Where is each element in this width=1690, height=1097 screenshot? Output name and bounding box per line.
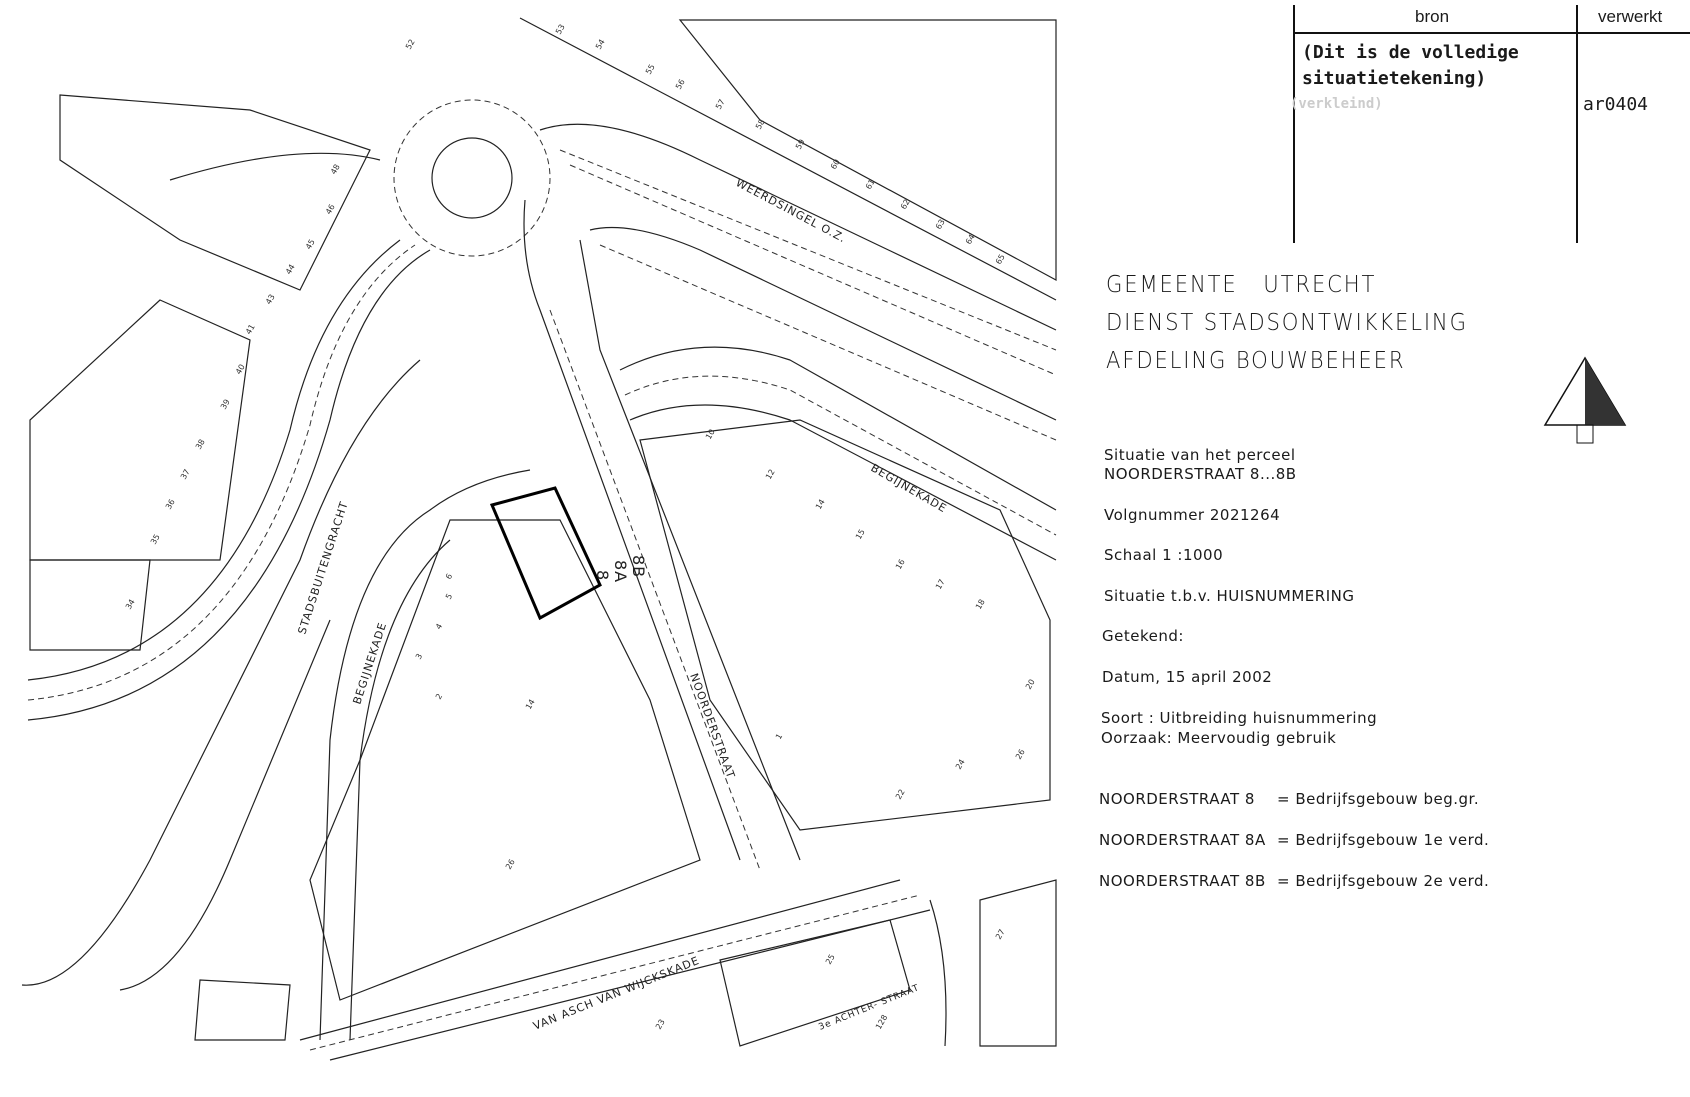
org-line-municipality: GEMEENTE UTRECHT bbox=[1106, 272, 1377, 298]
date: Datum, 15 april 2002 bbox=[1102, 668, 1273, 686]
noorderstraat-road bbox=[523, 199, 801, 871]
house-number: 2 bbox=[434, 692, 444, 701]
house-number: 5 bbox=[444, 592, 454, 601]
legend-description: = Bedrijfsgebouw 1e verd. bbox=[1277, 831, 1490, 849]
house-number: 26 bbox=[504, 858, 517, 871]
house-number: 27 bbox=[994, 928, 1007, 941]
table-column-divider bbox=[1576, 5, 1578, 243]
house-number: 34 bbox=[124, 598, 137, 611]
table-header-rule bbox=[1293, 32, 1690, 34]
house-number: 53 bbox=[554, 23, 567, 36]
house-number: 54 bbox=[594, 38, 607, 51]
house-number: 10 bbox=[704, 428, 717, 441]
house-number: 58 bbox=[754, 118, 767, 131]
house-number: 45 bbox=[304, 238, 317, 251]
house-number: 40 bbox=[234, 363, 247, 376]
house-number: 48 bbox=[329, 163, 342, 176]
van-asch-road bbox=[299, 879, 947, 1061]
source-text-faint: (verkleind) bbox=[1290, 96, 1383, 112]
parcel-value: NOORDERSTRAAT 8...8B bbox=[1104, 465, 1297, 483]
street-label-van-asch: VAN ASCH VAN WIJCKSKADE bbox=[531, 954, 701, 1033]
org-line-division: AFDELING BOUWBEHEER bbox=[1106, 348, 1406, 374]
house-number: 60 bbox=[829, 158, 842, 171]
org-line-department: DIENST STADSONTWIKKELING bbox=[1106, 310, 1468, 336]
table-left-border bbox=[1293, 5, 1295, 243]
house-number: 44 bbox=[284, 263, 297, 276]
buildings bbox=[29, 19, 1057, 1047]
house-number: 65 bbox=[994, 253, 1007, 266]
house-number: 37 bbox=[179, 468, 192, 481]
house-number: 16 bbox=[894, 558, 907, 571]
house-number: 41 bbox=[244, 323, 257, 336]
house-number: 57 bbox=[714, 98, 727, 111]
column-header-verwerkt: verwerkt bbox=[1598, 7, 1663, 26]
house-number: 26 bbox=[1014, 748, 1027, 761]
house-number: 17 bbox=[934, 578, 947, 591]
house-number: 14 bbox=[524, 698, 537, 711]
house-number: 6 bbox=[444, 572, 454, 581]
house-number: 1 bbox=[774, 732, 784, 741]
house-number: 24 bbox=[954, 758, 967, 771]
source-text-line1: (Dit is de volledige bbox=[1302, 42, 1519, 63]
house-number: 61 bbox=[864, 178, 877, 191]
legend-address: NOORDERSTRAAT 8A bbox=[1099, 831, 1266, 849]
street-label-stadsbuitengracht: STADSBUITENGRACHT bbox=[295, 499, 350, 635]
house-number: 128 bbox=[874, 1013, 889, 1031]
house-number: 18 bbox=[974, 598, 987, 611]
north-arrow-icon bbox=[1543, 356, 1627, 444]
cause: Oorzaak: Meervoudig gebruik bbox=[1101, 729, 1337, 747]
house-number: 4 bbox=[434, 622, 444, 631]
house-number: 64 bbox=[964, 233, 977, 246]
house-number: 36 bbox=[164, 498, 177, 511]
parcel-number-8: 8 bbox=[593, 570, 612, 581]
house-number: 25 bbox=[824, 953, 837, 966]
street-label-achterstraat: 3e ACHTER- STRAAT bbox=[817, 983, 921, 1033]
house-number: 14 bbox=[814, 498, 827, 511]
type: Soort : Uitbreiding huisnummering bbox=[1101, 709, 1378, 727]
legend-address: NOORDERSTRAAT 8B bbox=[1099, 872, 1266, 890]
house-number: 63 bbox=[934, 218, 947, 231]
house-number: 55 bbox=[644, 63, 657, 76]
target-parcel-noorderstraat-8 bbox=[489, 486, 602, 621]
purpose: Situatie t.b.v. HUISNUMMERING bbox=[1104, 587, 1355, 605]
street-label-weerdsingel: WEERDSINGEL O.Z. bbox=[734, 176, 849, 245]
stadsbuitengracht-road bbox=[21, 152, 431, 991]
scale: Schaal 1 :1000 bbox=[1104, 546, 1224, 564]
street-label-noorderstraat: NOORDERSTRAAT bbox=[687, 672, 737, 781]
legend-row: NOORDERSTRAAT 8 = Bedrijfsgebouw beg.gr. bbox=[1099, 790, 1479, 808]
house-number: 35 bbox=[149, 533, 162, 546]
street-label-begijnekade-west: BEGIJNEKADE bbox=[350, 620, 389, 705]
legend-row: NOORDERSTRAAT 8A = Bedrijfsgebouw 1e verd… bbox=[1099, 831, 1489, 849]
house-number: 56 bbox=[674, 78, 687, 91]
processed-code: ar0404 bbox=[1583, 94, 1649, 115]
house-number: 22 bbox=[894, 788, 907, 801]
column-header-bron: bron bbox=[1415, 7, 1450, 26]
house-number: 43 bbox=[264, 293, 277, 306]
house-number: 62 bbox=[899, 198, 912, 211]
house-number: 15 bbox=[854, 528, 867, 541]
roundabout bbox=[431, 137, 513, 219]
legend-address: NOORDERSTRAAT 8 bbox=[1099, 790, 1255, 808]
begijnekade-road bbox=[319, 346, 1057, 1041]
parcel-number-8b: 8B bbox=[629, 555, 648, 578]
house-number: 39 bbox=[219, 398, 232, 411]
house-number: 12 bbox=[764, 468, 777, 481]
house-number: 46 bbox=[324, 203, 337, 216]
drawn-by: Getekend: bbox=[1102, 627, 1184, 645]
house-number: 3 bbox=[414, 652, 424, 661]
weerdsingel-road bbox=[519, 17, 1057, 441]
parcel-label: Situatie van het perceel bbox=[1104, 446, 1296, 464]
legend-row: NOORDERSTRAAT 8B = Bedrijfsgebouw 2e verd… bbox=[1099, 872, 1489, 890]
house-number: 23 bbox=[654, 1018, 667, 1031]
house-number: 52 bbox=[404, 38, 417, 51]
legend-description: = Bedrijfsgebouw 2e verd. bbox=[1277, 872, 1490, 890]
house-number: 38 bbox=[194, 438, 207, 451]
sequence-number: Volgnummer 2021264 bbox=[1104, 506, 1281, 524]
roundabout-outer bbox=[393, 99, 551, 257]
house-number: 59 bbox=[794, 138, 807, 151]
house-number: 20 bbox=[1024, 678, 1037, 691]
legend-description: = Bedrijfsgebouw beg.gr. bbox=[1277, 790, 1480, 808]
parcel-number-8a: 8A bbox=[611, 560, 630, 583]
source-text-line2: situatietekening) bbox=[1302, 68, 1487, 89]
